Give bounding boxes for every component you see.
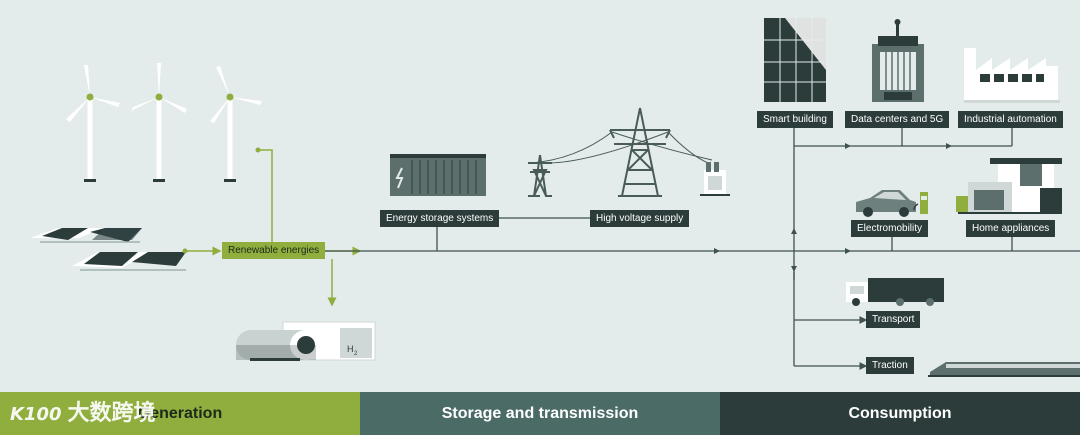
label-industrial-automation: Industrial automation [958, 111, 1063, 128]
battery-container-icon [390, 154, 486, 196]
watermark-text: 大数跨境 [67, 401, 156, 426]
watermark-logo: K100 [10, 404, 62, 425]
power-pylon-icon [528, 107, 671, 197]
wind-turbine-icon [131, 63, 187, 182]
transformer-icon [700, 162, 730, 196]
truck-icon [846, 278, 944, 306]
train-icon [928, 362, 1080, 377]
label-transport: Transport [866, 311, 921, 328]
power-lines [529, 131, 713, 164]
charging-station-icon [913, 192, 928, 214]
label-high-voltage-supply: High voltage supply [590, 210, 690, 227]
band-storage-label: Storage and transmission [441, 405, 639, 422]
office-building-icon [764, 18, 826, 102]
factory-icon [964, 48, 1060, 103]
label-data-centers: Data centers and 5G [845, 111, 950, 128]
solar-panel-icon [30, 228, 186, 271]
house-icon [956, 158, 1062, 214]
generation-connectors [185, 149, 362, 307]
electric-car-icon [856, 190, 916, 217]
band-storage-transmission: Storage and transmission [360, 392, 720, 435]
svg-text:H: H [347, 344, 354, 354]
flow-lines [322, 128, 1080, 370]
svg-text:2: 2 [354, 351, 358, 357]
band-generation-label: Generation [137, 405, 223, 422]
wind-turbine-icon [66, 65, 120, 182]
label-smart-building: Smart building [757, 111, 833, 128]
band-consumption: Consumption [720, 392, 1080, 435]
server-building-icon [872, 19, 924, 102]
label-home-appliances: Home appliances [966, 220, 1056, 237]
label-electromobility: Electromobility [851, 220, 929, 237]
label-renewable-energies: Renewable energies [222, 242, 326, 259]
hydrogen-tank-icon: H 2 [236, 321, 376, 361]
band-generation: Generation [0, 392, 360, 435]
label-traction: Traction [866, 357, 914, 374]
band-consumption-label: Consumption [848, 405, 952, 422]
wind-turbine-icon [210, 66, 262, 182]
label-energy-storage-systems: Energy storage systems [380, 210, 500, 227]
